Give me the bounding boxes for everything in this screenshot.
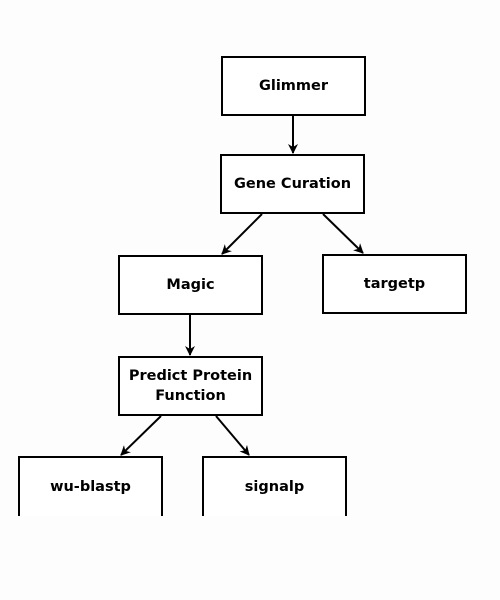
node-glimmer-label: Glimmer (258, 78, 329, 94)
node-predict-label-line-1: Predict Protein (128, 368, 253, 384)
node-targetp: targetp (322, 254, 467, 314)
node-gene-curation-label: Gene Curation (233, 176, 352, 192)
node-signalp: signalp (202, 456, 347, 516)
edge-gene-curation-to-targetp (322, 213, 364, 254)
edge-gene-curation-to-magic (221, 213, 263, 255)
edge-predict-to-wu-blastp (120, 415, 162, 456)
node-targetp-label: targetp (363, 276, 426, 292)
node-magic-label: Magic (166, 277, 215, 293)
node-glimmer: Glimmer (221, 56, 366, 116)
node-gene-curation: Gene Curation (220, 154, 365, 214)
node-signalp-label: signalp (244, 479, 305, 495)
node-magic: Magic (118, 255, 263, 315)
node-predict-label-line-2: Function (155, 388, 226, 404)
edge-predict-to-signalp (215, 415, 250, 456)
node-wu-blastp-label: wu-blastp (50, 479, 131, 495)
node-wu-blastp: wu-blastp (18, 456, 163, 516)
node-predict-protein-function: Predict Protein Function (118, 356, 263, 416)
